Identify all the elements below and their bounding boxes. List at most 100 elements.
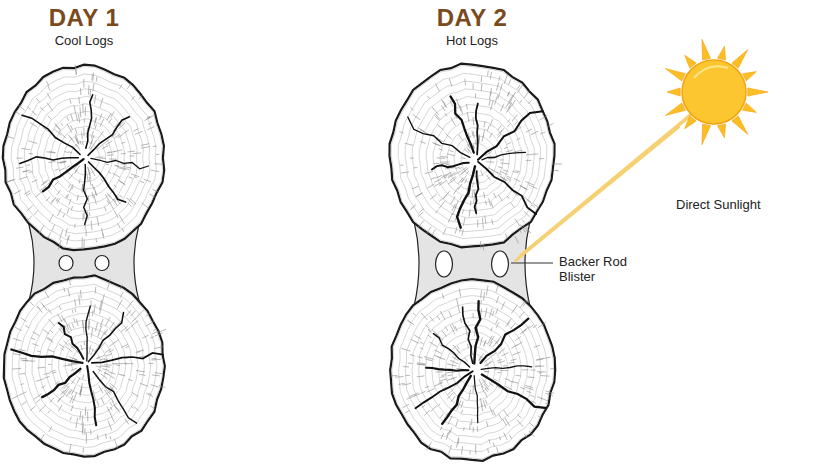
wood-grain (75, 144, 77, 147)
wood-grain (395, 376, 404, 378)
wood-grain (472, 182, 474, 187)
wood-grain (495, 96, 498, 105)
wood-grain (414, 167, 418, 168)
wood-grain (109, 343, 114, 347)
wood-grain (489, 99, 491, 106)
growth-ring (392, 281, 554, 459)
wood-crack (482, 152, 526, 160)
wood-grain (136, 371, 145, 372)
wood-grain (408, 363, 413, 365)
wood-grain (41, 434, 45, 440)
wood-grain (443, 101, 447, 108)
wood-crack (92, 353, 163, 363)
growth-ring (31, 96, 138, 218)
wood-crack (451, 96, 474, 152)
wood-grain (88, 326, 89, 331)
wood-grain (126, 310, 131, 316)
wood-grain (441, 105, 445, 111)
wood-grain (428, 335, 432, 338)
wood-grain (441, 99, 446, 107)
wood-grain (109, 158, 117, 159)
wood-grain (483, 380, 489, 386)
wood-grain (430, 316, 434, 321)
wood-grain (554, 170, 559, 172)
wood-grain (79, 295, 80, 305)
wood-grain (141, 144, 149, 146)
wood-grain (20, 358, 27, 360)
wood-grain (528, 201, 532, 204)
wood-grain (417, 363, 426, 364)
wood-grain (90, 89, 92, 96)
wood-grain (114, 165, 118, 166)
wood-grain (97, 217, 99, 227)
wood-grain (496, 83, 498, 91)
wood-grain (411, 108, 414, 111)
wood-crack (478, 162, 536, 214)
wood-grain (493, 443, 494, 447)
wood-grain (120, 292, 123, 298)
wood-crack (86, 95, 93, 149)
wood-grain (508, 92, 510, 96)
wood-grain (40, 107, 44, 111)
wood-grain (147, 127, 154, 130)
wood-grain (127, 84, 131, 90)
wood-grain (76, 319, 78, 326)
wood-crack (476, 104, 478, 155)
wood-grain (481, 84, 483, 91)
wood-grain (92, 73, 94, 81)
wood-grain (523, 187, 526, 189)
wood-grain (539, 372, 542, 373)
wood-grain (75, 170, 78, 174)
wood-grain (457, 349, 461, 354)
wood-grain (444, 191, 450, 198)
wood-grain (58, 240, 61, 250)
growth-ring (4, 67, 162, 249)
wood-grain (460, 318, 461, 323)
wood-grain (520, 186, 527, 190)
wood-crack (43, 159, 84, 191)
wood-grain (529, 422, 534, 427)
wood-grain (506, 150, 513, 152)
wood-grain (85, 407, 86, 416)
wood-grain (450, 360, 458, 364)
backer-rod (436, 251, 453, 277)
wood-grain (401, 348, 410, 351)
wood-grain (499, 437, 500, 441)
wood-grain (30, 302, 34, 306)
wood-grain (526, 154, 535, 155)
wood-grain (32, 180, 38, 183)
wood-grain (46, 81, 49, 86)
wood-grain (89, 212, 90, 216)
wood-grain (414, 335, 421, 339)
wood-grain (439, 149, 443, 150)
wood-grain (479, 135, 480, 144)
wood-grain (435, 83, 439, 91)
wood-grain (126, 347, 129, 348)
wood-grain (61, 348, 64, 350)
wood-grain (92, 310, 94, 316)
wood-grain (68, 363, 77, 364)
sun-ray (702, 39, 710, 60)
wood-grain (109, 350, 114, 353)
wood-grain (405, 410, 410, 413)
wood-grain (435, 350, 442, 354)
backer-rod (95, 256, 109, 271)
wood-grain (467, 144, 470, 149)
wood-grain (457, 299, 458, 304)
wood-grain (80, 411, 81, 420)
wood-grain (490, 308, 493, 317)
wood-crack (426, 368, 468, 371)
wood-grain (58, 208, 62, 216)
wood-grain (497, 296, 499, 303)
wood-grain (51, 370, 56, 371)
wood-grain (101, 366, 111, 367)
wood-grain (90, 429, 91, 434)
wood-grain (140, 181, 144, 183)
wood-grain (432, 230, 435, 236)
wood-grain (500, 104, 504, 112)
wood-grain (39, 405, 46, 412)
wood-grain (108, 372, 115, 375)
wood-grain (537, 397, 542, 399)
wood-grain (61, 385, 65, 389)
wood-grain (407, 396, 416, 400)
